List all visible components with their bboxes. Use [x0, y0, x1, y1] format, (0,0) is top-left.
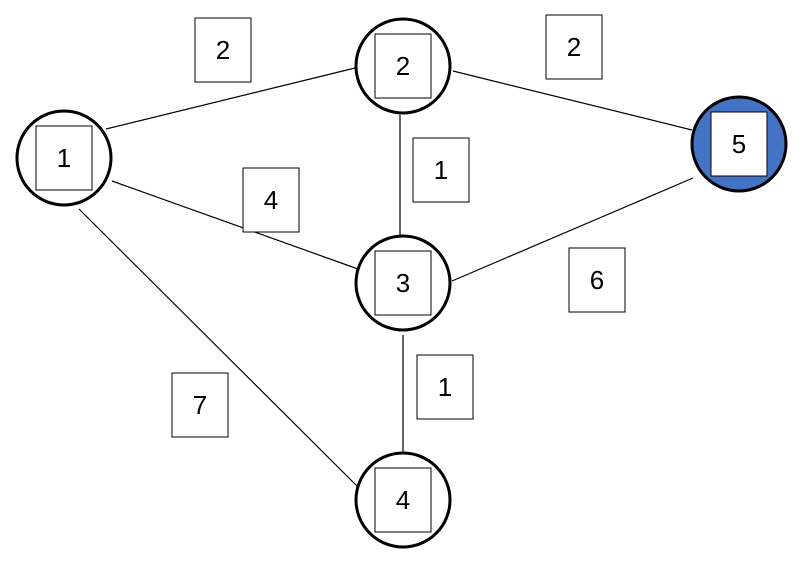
edge-3-5 [451, 177, 694, 282]
node-label: 4 [396, 485, 410, 515]
node-label: 1 [57, 143, 71, 173]
edge-weight-box [412, 137, 470, 203]
edge-weight-box [194, 17, 252, 83]
edge-weight-3-5: 6 [568, 247, 626, 313]
node-4: 4 [354, 451, 452, 549]
edge-weights-layer: 2 2 1 4 6 1 7 [171, 14, 626, 438]
edge-weight-3-4: 1 [416, 354, 474, 420]
node-label-box [374, 33, 432, 99]
edge-weight-box [568, 247, 626, 313]
node-2: 2 [354, 17, 452, 115]
edges-layer [78, 67, 694, 487]
node-label: 2 [396, 51, 410, 81]
node-1: 1 [15, 109, 113, 207]
edge-1-2 [105, 67, 356, 130]
node-label-box [710, 111, 768, 177]
node-label-box [374, 467, 432, 533]
edge-weight-label: 4 [264, 185, 278, 215]
edge-weight-1-4: 7 [171, 372, 229, 438]
edge-weight-box [242, 167, 300, 233]
edge-weight-label: 1 [434, 155, 448, 185]
node-label: 3 [396, 268, 410, 298]
edge-weight-box [171, 372, 229, 438]
edge-weight-box [416, 354, 474, 420]
node-label-box [374, 250, 432, 316]
node-3: 3 [354, 234, 452, 332]
node-label: 5 [732, 129, 746, 159]
edge-2-5 [452, 70, 693, 131]
edge-weight-label: 2 [216, 35, 230, 65]
edge-weight-2-5: 2 [545, 14, 603, 80]
edge-weight-label: 6 [590, 265, 604, 295]
node-label-box [35, 125, 93, 191]
edge-weight-1-2: 2 [194, 17, 252, 83]
node-5: 5 [690, 95, 788, 193]
nodes-layer: 1 2 3 4 5 [15, 17, 788, 549]
edge-weight-label: 1 [438, 372, 452, 402]
edge-weight-box [545, 14, 603, 80]
edge-1-4 [78, 208, 358, 487]
edge-weight-label: 7 [193, 390, 207, 420]
edge-weight-1-3: 4 [242, 167, 300, 233]
edge-weight-label: 2 [567, 32, 581, 62]
edge-1-3 [111, 180, 359, 270]
edge-weight-2-3: 1 [412, 137, 470, 203]
